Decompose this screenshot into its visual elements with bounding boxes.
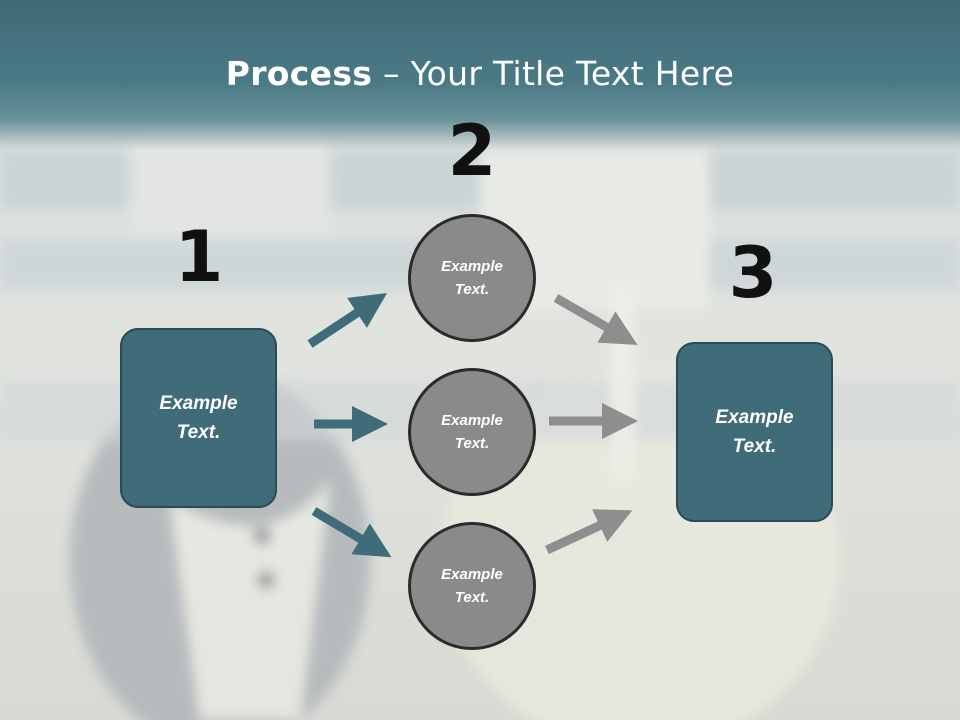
title-bar — [0, 0, 960, 150]
arrow-bottom-to-3 — [545, 509, 633, 555]
arrow-1-to-top — [307, 293, 388, 348]
circle-bottom: Example Text. — [408, 522, 536, 650]
step-number-2: 2 — [447, 110, 497, 192]
slide-title: Process – Your Title Text Here — [0, 54, 960, 93]
title-rest: – Your Title Text Here — [372, 54, 735, 93]
circle-middle: Example Text. — [408, 368, 536, 496]
step-3-box: Example Text. — [676, 342, 833, 522]
step-1-text: Example Text. — [159, 393, 238, 443]
title-bold: Process — [225, 54, 373, 93]
arrow-top-to-3 — [553, 294, 638, 345]
arrow-1-to-bottom — [311, 507, 392, 558]
circle-middle-text: Example Text. — [441, 412, 503, 452]
step-1-box: Example Text. — [120, 328, 277, 508]
step-3-text: Example Text. — [715, 407, 794, 457]
circle-bottom-text: Example Text. — [441, 566, 503, 606]
step-number-1: 1 — [174, 216, 224, 298]
circle-top-text: Example Text. — [441, 258, 503, 298]
circle-top: Example Text. — [408, 214, 536, 342]
step-number-3: 3 — [728, 232, 778, 314]
